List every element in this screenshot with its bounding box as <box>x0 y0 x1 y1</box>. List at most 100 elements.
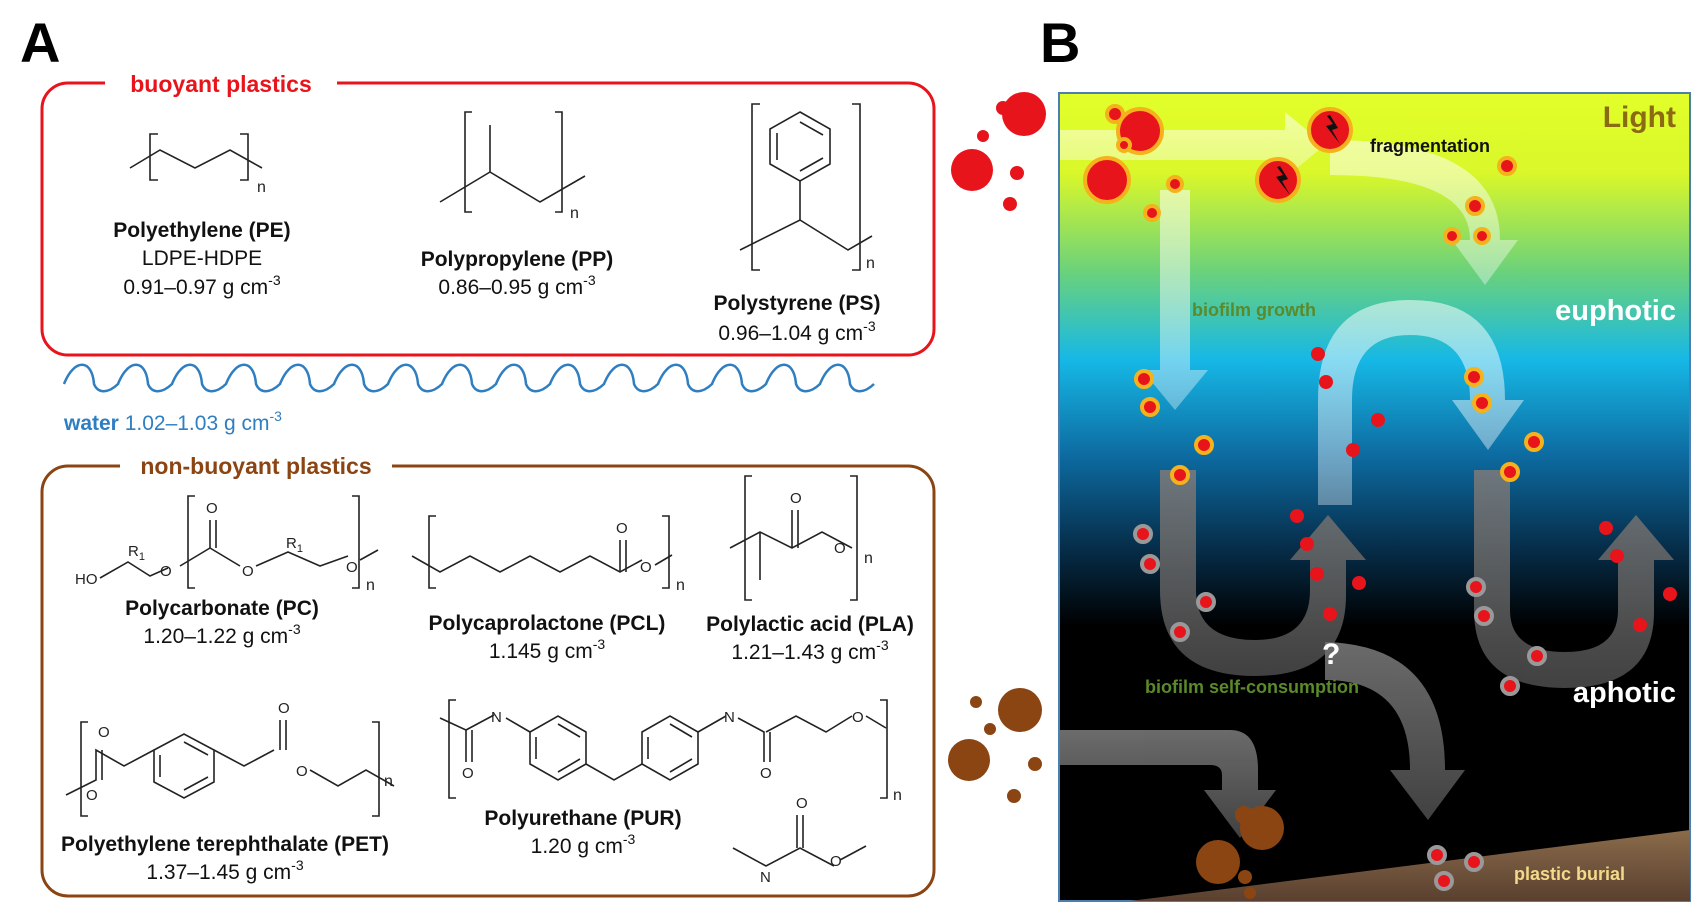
pet-name: Polyethylene terephthalate (PET) <box>61 833 389 856</box>
biofilm-particle <box>1500 462 1520 482</box>
svg-text:HO: HO <box>75 571 98 588</box>
ps-structure: n <box>739 103 875 272</box>
svg-text:N: N <box>724 709 735 726</box>
plastic-particle-red <box>1663 587 1677 601</box>
plastic-particle-red <box>1599 521 1613 535</box>
consumed-particle <box>1427 845 1447 865</box>
pe-name: Polyethylene (PE) <box>113 219 290 242</box>
grey-arrows <box>1060 470 1674 838</box>
plastic-particle-red <box>1323 607 1337 621</box>
svg-text:N: N <box>491 709 502 726</box>
plastic-particle-red <box>1300 537 1314 551</box>
consumed-particle <box>1140 554 1160 574</box>
sediment-particle-brown <box>1196 840 1240 884</box>
plastic-particle-red <box>951 149 993 191</box>
buoyant-title: buoyant plastics <box>130 71 311 97</box>
euphotic-label: euphotic <box>1555 295 1676 327</box>
pp-density: 0.86–0.95 g cm-3 <box>438 272 595 299</box>
plastic-particle-brown <box>998 688 1042 732</box>
sediment-particle-brown <box>1244 887 1256 899</box>
plastic-particle-brown <box>984 723 996 735</box>
biofilm-particle <box>1134 369 1154 389</box>
self-consumption-label: biofilm self-consumption <box>1145 677 1359 697</box>
biofilm-particle <box>1105 104 1125 124</box>
plastic-particle-red <box>1352 576 1366 590</box>
buoyant-box <box>40 81 936 357</box>
biofilm-particle <box>1140 397 1160 417</box>
svg-text:O: O <box>830 853 842 870</box>
svg-text:n: n <box>676 577 685 594</box>
biofilm-particle <box>1194 435 1214 455</box>
plastic-particle-red <box>1311 347 1325 361</box>
biofilm-particle <box>1465 196 1485 216</box>
svg-text:n: n <box>366 577 375 594</box>
pur-name: Polyurethane (PUR) <box>484 807 681 830</box>
ps-name: Polystyrene (PS) <box>714 292 881 315</box>
svg-text:O: O <box>790 490 802 507</box>
biofilm-particle <box>1143 204 1161 222</box>
svg-text:O: O <box>206 500 218 517</box>
plastic-particle-red <box>1003 197 1017 211</box>
svg-text:O: O <box>462 765 474 782</box>
pp-name: Polypropylene (PP) <box>421 248 614 271</box>
plastic-particle-red <box>1371 413 1385 427</box>
svg-text:n: n <box>864 550 873 567</box>
biofilm-growth-label: biofilm growth <box>1192 300 1316 320</box>
light-label: Light <box>1603 101 1676 134</box>
plastic-particle-brown <box>948 739 990 781</box>
pla-density: 1.21–1.43 g cm-3 <box>731 637 888 664</box>
pp-n: n <box>570 205 579 222</box>
pcl-name: Polycaprolactone (PCL) <box>429 612 666 635</box>
biofilm-particle <box>1497 156 1517 176</box>
consumed-particle <box>1527 646 1547 666</box>
nonbuoyant-box <box>40 464 936 898</box>
sediment-particle-brown <box>1240 806 1284 850</box>
light-arrows <box>1060 112 1524 505</box>
consumed-particle <box>1500 676 1520 696</box>
svg-text:O: O <box>86 787 98 804</box>
aphotic-label: aphotic <box>1573 677 1676 709</box>
biofilm-particle <box>1472 393 1492 413</box>
pc-r1-left: R1 <box>128 543 145 563</box>
biofilm-particle <box>1473 227 1491 245</box>
ps-n: n <box>866 255 875 272</box>
pur-structure: O N N O O n O N O <box>439 699 902 886</box>
svg-text:O: O <box>160 563 172 580</box>
consumed-particle <box>1196 592 1216 612</box>
plastic-particle-red <box>1290 509 1304 523</box>
svg-text:n: n <box>384 773 393 790</box>
pet-density: 1.37–1.45 g cm-3 <box>146 857 303 884</box>
svg-text:N: N <box>760 869 771 886</box>
plastic-particle-red <box>1310 567 1324 581</box>
svg-text:O: O <box>98 724 110 741</box>
biofilm-particle <box>1166 175 1184 193</box>
consumed-particle <box>1466 577 1486 597</box>
water-wave <box>62 363 875 393</box>
biofilm-particle <box>1443 227 1461 245</box>
pur-density: 1.20 g cm-3 <box>531 831 636 858</box>
plastic-particle-red <box>1633 618 1647 632</box>
svg-text:O: O <box>796 795 808 812</box>
pla-structure: O O n <box>729 475 873 601</box>
svg-text:O: O <box>852 709 864 726</box>
biofilm-particle <box>1524 432 1544 452</box>
svg-text:n: n <box>893 787 902 804</box>
consumed-particle <box>1170 622 1190 642</box>
fragmentation-label: fragmentation <box>1370 136 1490 156</box>
consumed-particle <box>1464 852 1484 872</box>
biofilm-particle <box>1255 157 1301 203</box>
svg-text:O: O <box>242 563 254 580</box>
nonbuoyant-title: non-buoyant plastics <box>140 453 371 479</box>
pcl-structure: O O n <box>411 515 685 594</box>
pe-structure: n <box>129 133 266 196</box>
svg-text:O: O <box>346 559 358 576</box>
svg-text:O: O <box>296 763 308 780</box>
water-label: water 1.02–1.03 g cm-3 <box>63 408 282 435</box>
svg-text:O: O <box>616 520 628 537</box>
plastic-particles <box>948 92 1677 899</box>
svg-text:O: O <box>834 540 846 557</box>
biofilm-particle <box>1083 156 1131 204</box>
pla-name: Polylactic acid (PLA) <box>706 613 914 636</box>
biofilm-particle <box>1170 465 1190 485</box>
